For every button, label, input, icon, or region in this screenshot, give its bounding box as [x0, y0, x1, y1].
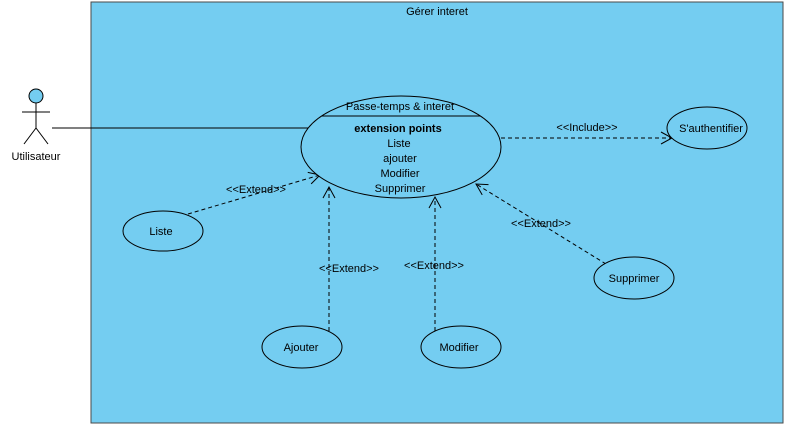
use-case-supprimer[interactable]: Supprimer — [593, 256, 675, 300]
use-case-authentifier-label: S'authentifier — [679, 123, 743, 135]
extend-label-ajouter: <<Extend>> — [319, 263, 379, 275]
use-case-ajouter-label: Ajouter — [284, 342, 319, 354]
extension-point: Liste — [387, 138, 410, 150]
use-case-modifier-shape — [420, 325, 502, 369]
use-case-modifier[interactable]: Modifier — [420, 325, 502, 369]
main-use-case-shape — [300, 95, 502, 199]
extend-label-supprimer: <<Extend>> — [511, 218, 571, 230]
use-case-liste-label: Liste — [149, 226, 172, 238]
use-case-liste-shape — [122, 210, 204, 252]
use-case-authentifier[interactable]: S'authentifier — [666, 106, 748, 150]
system-title: Gérer interet — [406, 6, 468, 18]
use-case-authentifier-shape — [666, 106, 748, 150]
actor-head — [28, 88, 44, 104]
main-use-case-title: Passe-temps & interet — [346, 101, 454, 113]
extend-arrow-supprimer[interactable] — [475, 183, 607, 265]
actor-right-leg — [35, 127, 49, 145]
main-use-case[interactable]: Passe-temps & interet extension points L… — [300, 95, 502, 199]
use-case-ajouter-shape — [261, 325, 343, 369]
extension-point: Supprimer — [375, 183, 426, 195]
extend-label-modifier: <<Extend>> — [404, 260, 464, 272]
actor-left-leg — [23, 127, 37, 145]
use-case-modifier-label: Modifier — [439, 342, 478, 354]
include-label: <<Include>> — [556, 122, 617, 134]
actor-name: Utilisateur — [12, 151, 61, 163]
use-case-liste[interactable]: Liste — [122, 210, 204, 252]
extension-points-heading: extension points — [354, 123, 441, 135]
extension-point: Modifier — [380, 168, 419, 180]
use-case-ajouter[interactable]: Ajouter — [261, 325, 343, 369]
extend-arrow-liste[interactable] — [187, 171, 322, 215]
use-case-supprimer-shape — [593, 256, 675, 300]
use-case-supprimer-label: Supprimer — [609, 273, 660, 285]
actor-utilisateur[interactable]: Utilisateur — [12, 88, 61, 163]
extend-label-liste: <<Extend>> — [226, 184, 286, 196]
extension-point: ajouter — [383, 153, 417, 165]
